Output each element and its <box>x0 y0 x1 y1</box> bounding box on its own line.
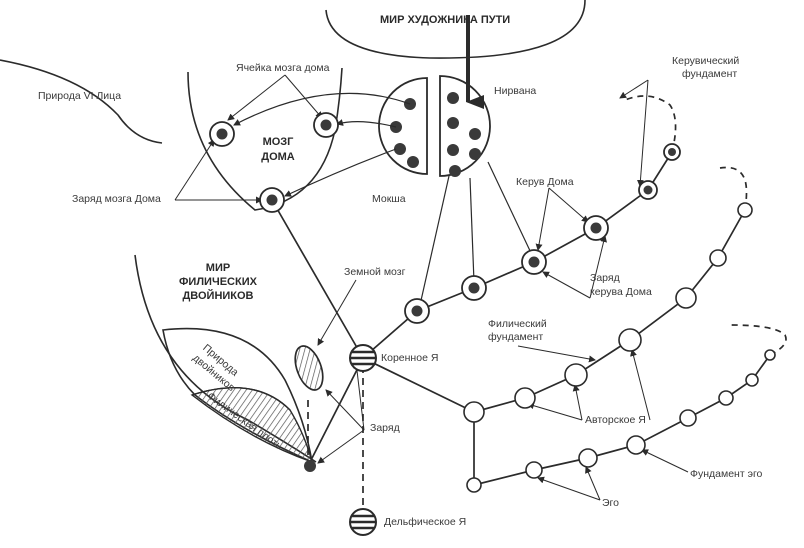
kerub-house-label: Керув Дома <box>516 176 574 188</box>
nirvana-half-disc <box>439 75 491 177</box>
charge-kerub-label-2: керува Дома <box>590 286 652 298</box>
nature-vi-arc <box>0 59 163 144</box>
earth-brain-label: Земной мозг <box>344 266 406 278</box>
delphic-self-node <box>349 508 377 536</box>
moksha-half-disc <box>378 77 428 175</box>
brain-house-label-2: ДОМА <box>261 151 295 163</box>
root-self-node <box>349 344 377 372</box>
world-twins-label-3: ДВОЙНИКОВ <box>182 290 254 302</box>
ego-found-label: Фундамент эго <box>690 468 763 480</box>
filic-found-label-2: фундамент <box>488 331 544 343</box>
top-world-label: МИР ХУДОЖНИКА ПУТИ <box>380 14 511 26</box>
brain-house-outline <box>187 67 343 211</box>
kerub-found-label-1: Керувический <box>672 55 740 67</box>
cell-brain-label: Ячейка мозга дома <box>236 62 330 74</box>
brain-house-label-1: МОЗГ <box>262 136 294 148</box>
ego-label: Эго <box>602 497 619 509</box>
charge-label: Заряд <box>370 422 400 434</box>
moksha-label: Мокша <box>372 193 406 205</box>
world-twins-label-2: ФИЛИЧЕСКИХ <box>179 276 257 288</box>
filic-found-label-1: Филический <box>488 318 547 330</box>
root-self-label: Коренное Я <box>381 352 439 364</box>
world-twins-label-1: МИР <box>205 262 231 274</box>
delphic-self-label: Дельфическое Я <box>384 516 467 528</box>
nature-vi-label: Природа VI Лица <box>38 90 122 102</box>
charge-kerub-label-1: Заряд <box>590 272 620 284</box>
kerub-found-label-2: фундамент <box>682 68 738 80</box>
charge-brain-label: Заряд мозга Дома <box>72 193 161 205</box>
top-world-arc <box>325 0 586 59</box>
nirvana-label: Нирвана <box>494 85 537 97</box>
author-self-label: Авторское Я <box>585 414 646 426</box>
